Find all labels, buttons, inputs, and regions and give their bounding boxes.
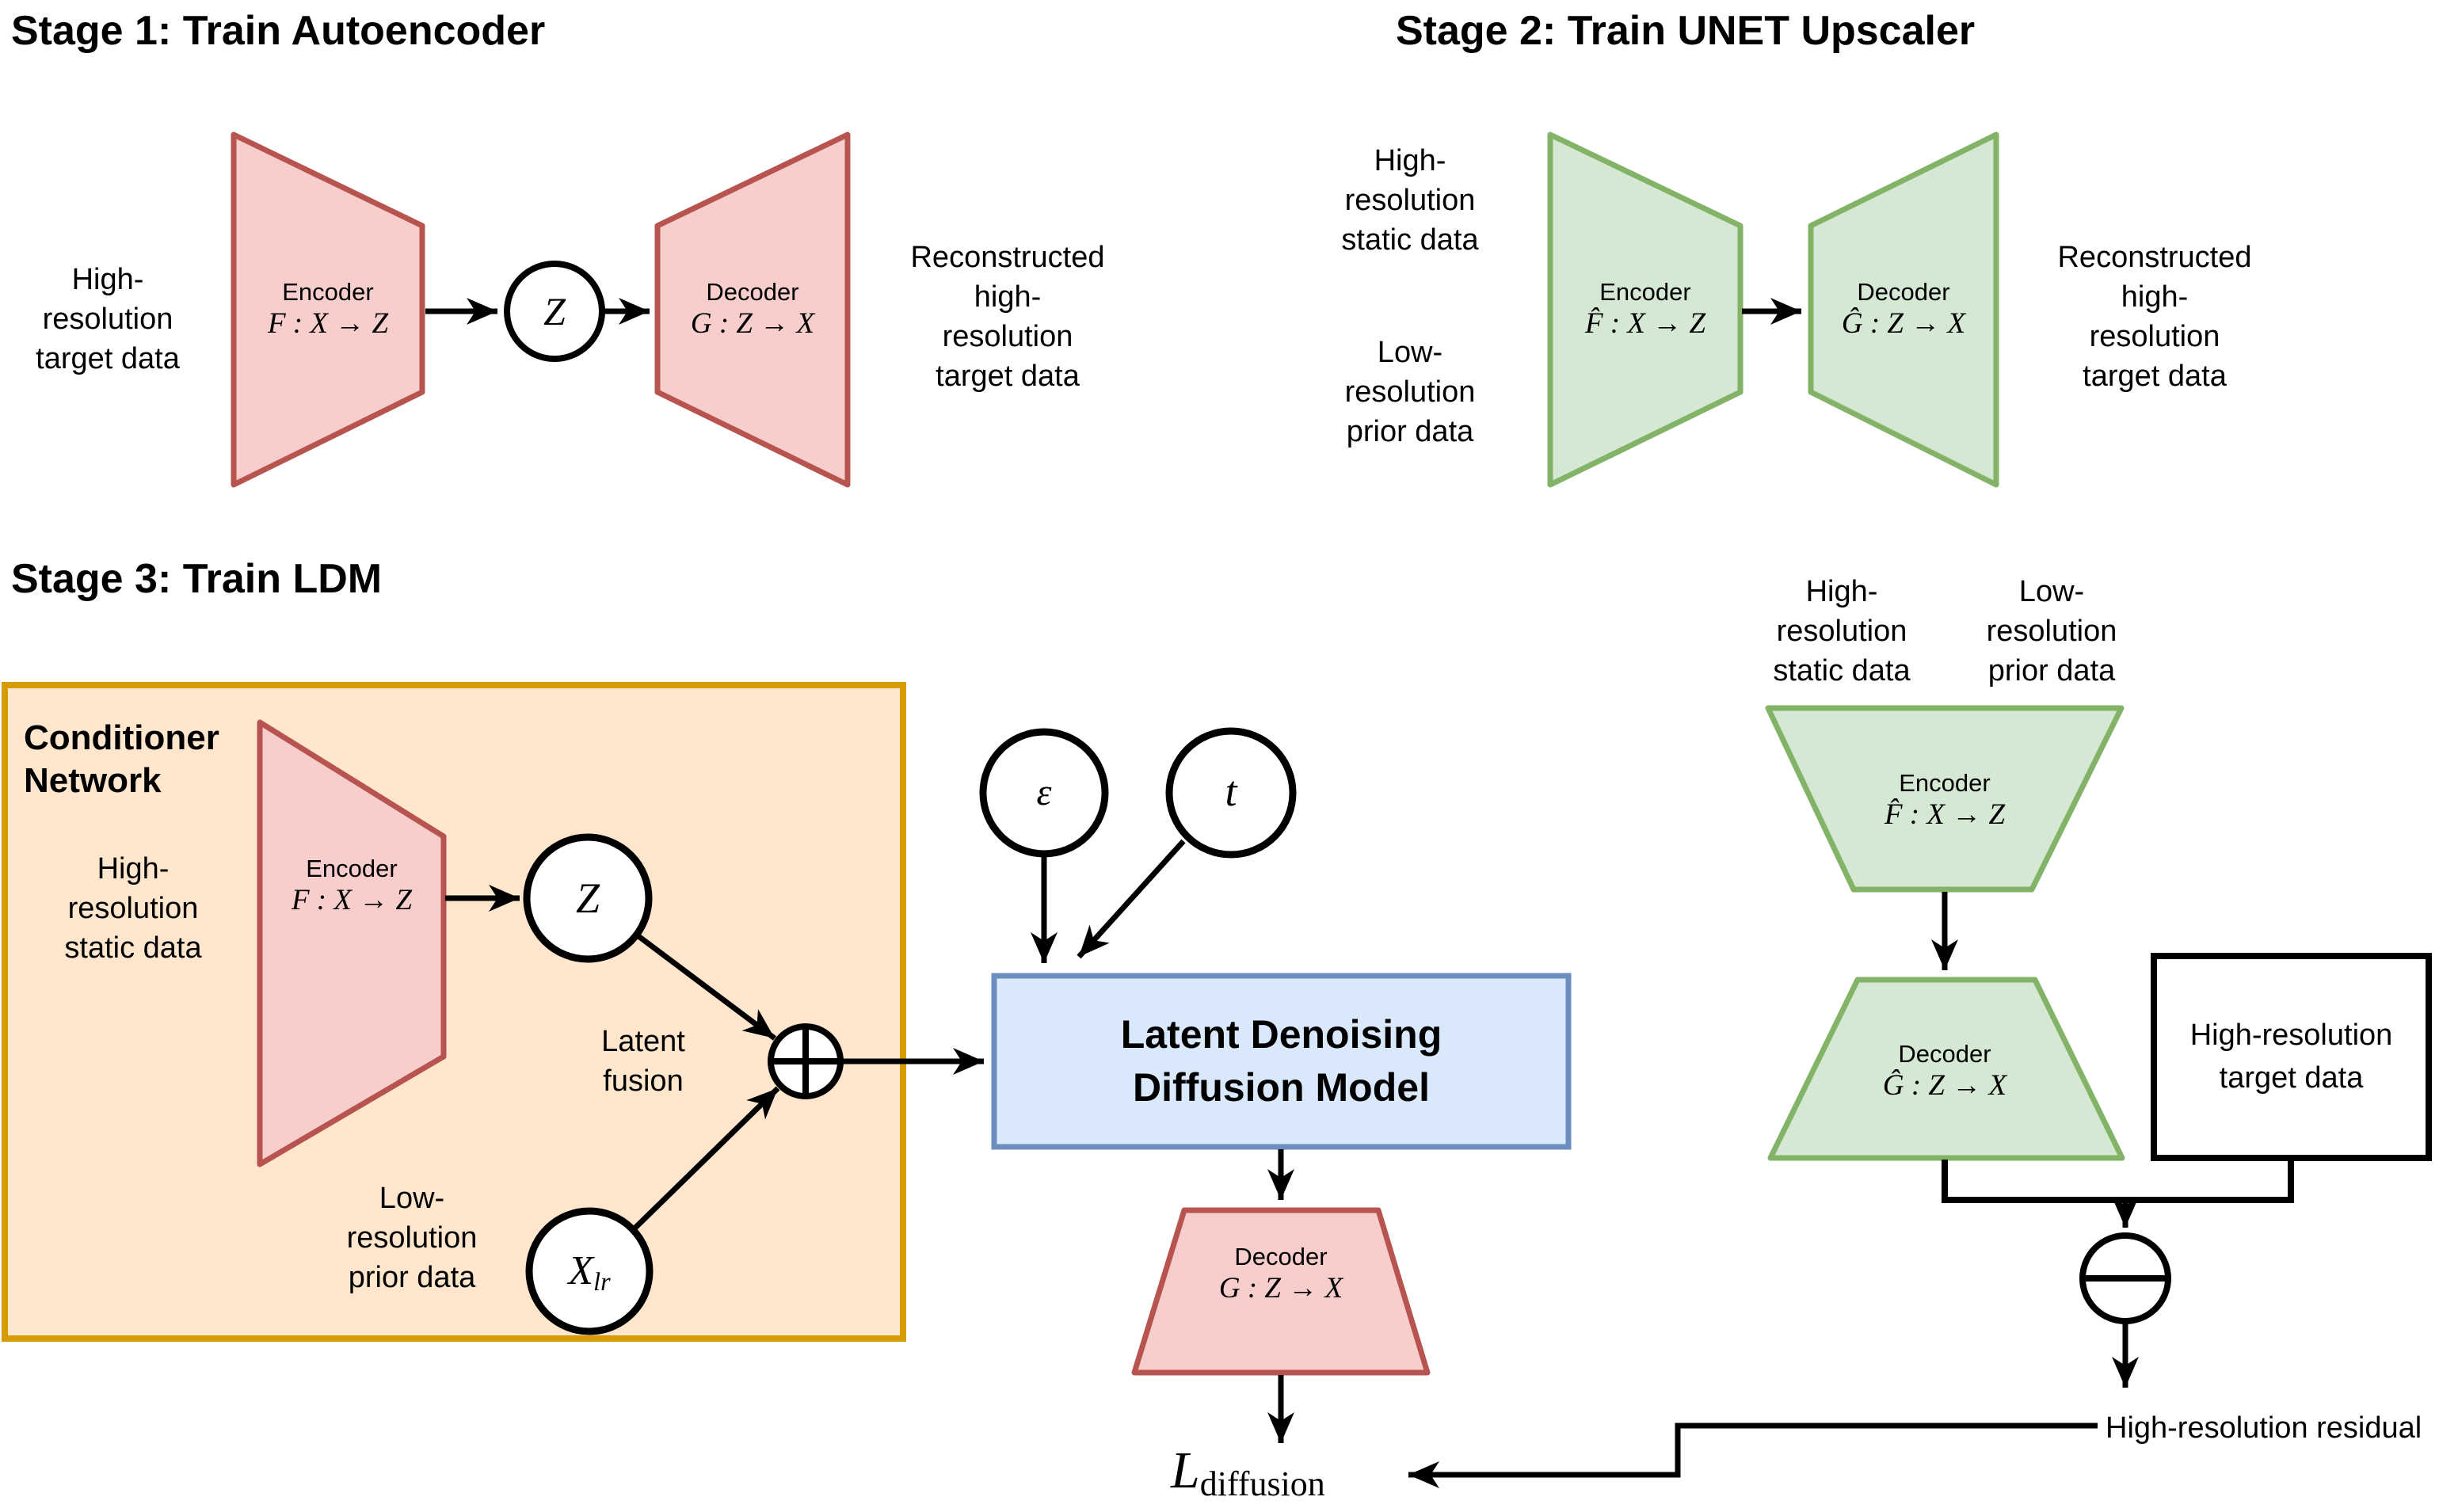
stage1-decoder-label: Decoder G : Z → X bbox=[691, 280, 814, 338]
stage1-encoder-label: Encoder F : X → Z bbox=[268, 280, 388, 338]
stage1-decoder-formula: G : Z → X bbox=[690, 307, 815, 340]
stage1-latent-node bbox=[504, 261, 605, 362]
upscaler-decoder-shape bbox=[1767, 977, 2125, 1161]
stage2-decoder-title: Decoder bbox=[1857, 278, 1950, 306]
stage1-encoder-formula: F : X → Z bbox=[267, 307, 389, 340]
ldm-box bbox=[991, 973, 1572, 1150]
prior-symbol-base: X bbox=[568, 1248, 594, 1293]
conditioner-encoder-label: Encoder F : X → Z bbox=[292, 856, 412, 915]
upscaler-encoder-formula: F̂ : X → Z bbox=[1884, 798, 2006, 831]
noise-symbol: ε bbox=[1036, 771, 1052, 813]
latent-to-fusion-arrow bbox=[636, 934, 777, 1041]
prior-symbol-subscript: lr bbox=[593, 1267, 611, 1297]
residual-label: High-resolution residual bbox=[2106, 1411, 2422, 1445]
latent-fusion-plus-icon bbox=[768, 1023, 844, 1099]
stage2-decoder-label: Decoder Ĝ : Z → X bbox=[1842, 280, 1965, 338]
upscaler-encoder-title: Encoder bbox=[1899, 769, 1991, 797]
low-res-prior-node bbox=[525, 1207, 654, 1335]
stage1-encoder-title: Encoder bbox=[282, 278, 374, 306]
low-res-prior-symbol: Xlr bbox=[568, 1248, 610, 1295]
conditioner-prior-input-label: Low- resolution prior data bbox=[346, 1182, 478, 1295]
stage3-decoder-title: Decoder bbox=[1234, 1243, 1328, 1270]
stage3-decoder-shape bbox=[1131, 1207, 1431, 1376]
stage2-encoder-title: Encoder bbox=[1599, 278, 1691, 306]
upscaler-static-input-label: High- resolution static data bbox=[1773, 575, 1911, 688]
conditioner-encoder-title: Encoder bbox=[306, 855, 398, 882]
difference-minus-icon bbox=[2079, 1232, 2171, 1324]
stage1-output-label: Reconstructed high- resolution target da… bbox=[910, 241, 1105, 394]
stage1-latent-symbol: Z bbox=[543, 289, 566, 333]
stage2-title: Stage 2: Train UNET Upscaler bbox=[1396, 8, 1976, 54]
stage1-encoder-shape bbox=[231, 131, 425, 488]
conditioner-encoder-shape bbox=[257, 719, 447, 1167]
diffusion-loss-symbol: L diffusion bbox=[1171, 1442, 1325, 1502]
stage2-decoder-formula: Ĝ : Z → X bbox=[1841, 307, 1966, 340]
stage3-decoder-formula: G : Z → X bbox=[1218, 1272, 1343, 1304]
upscaler-encoder-label: Encoder F̂ : X → Z bbox=[1885, 771, 2005, 829]
stage2-static-input-label: High- resolution static data bbox=[1341, 144, 1479, 257]
conditioner-latent-node bbox=[523, 833, 653, 963]
conditioner-static-input-label: High- resolution static data bbox=[64, 852, 202, 965]
conditioner-encoder-formula: F : X → Z bbox=[291, 884, 413, 916]
latent-fusion-label: Latent fusion bbox=[601, 1025, 685, 1099]
target-data-box-label: High-resolution target data bbox=[2189, 1019, 2393, 1095]
stage2-encoder-shape bbox=[1547, 131, 1744, 488]
timestep-node bbox=[1165, 727, 1297, 859]
stage2-encoder-label: Encoder F̂ : X → Z bbox=[1585, 280, 1705, 338]
stage3-title: Stage 3: Train LDM bbox=[11, 556, 383, 602]
ldm-box-label: Latent Denoising Diffusion Model bbox=[1120, 1011, 1442, 1110]
stage1-input-label: High- resolution target data bbox=[36, 263, 180, 376]
prior-to-fusion-arrow bbox=[631, 1086, 780, 1232]
upscaler-decoder-label: Decoder Ĝ : Z → X bbox=[1883, 1042, 2006, 1100]
timestep-symbol: t bbox=[1225, 767, 1237, 815]
stage2-output-label: Reconstructed high- resolution target da… bbox=[2057, 241, 2252, 394]
target-data-box bbox=[2151, 953, 2432, 1161]
upscaler-decoder-formula: Ĝ : Z → X bbox=[1882, 1069, 2007, 1102]
stage3-decoder-label: Decoder G : Z → X bbox=[1219, 1244, 1343, 1303]
stage2-decoder-shape bbox=[1808, 131, 1999, 488]
loss-symbol-base: L bbox=[1171, 1442, 1200, 1499]
stage1-decoder-shape bbox=[654, 131, 851, 488]
stage2-prior-input-label: Low- resolution prior data bbox=[1344, 336, 1476, 449]
conditioner-latent-symbol: Z bbox=[575, 874, 600, 922]
upscaler-decoder-title: Decoder bbox=[1898, 1040, 1991, 1068]
stage2-encoder-formula: F̂ : X → Z bbox=[1584, 307, 1706, 340]
residual-to-loss-arrow bbox=[1408, 1422, 2098, 1488]
difference-junction-line bbox=[1942, 1160, 2294, 1203]
loss-symbol-subscript: diffusion bbox=[1199, 1464, 1325, 1503]
stage1-decoder-title: Decoder bbox=[706, 278, 799, 306]
upscaler-encoder-shape bbox=[1765, 705, 2125, 893]
timestep-to-ldm-arrow bbox=[1077, 839, 1186, 959]
noise-node bbox=[979, 728, 1109, 858]
upscaler-prior-input-label: Low- resolution prior data bbox=[1986, 575, 2117, 688]
conditioner-network-title: Conditioner Network bbox=[24, 718, 219, 800]
stage1-title: Stage 1: Train Autoencoder bbox=[11, 8, 546, 54]
